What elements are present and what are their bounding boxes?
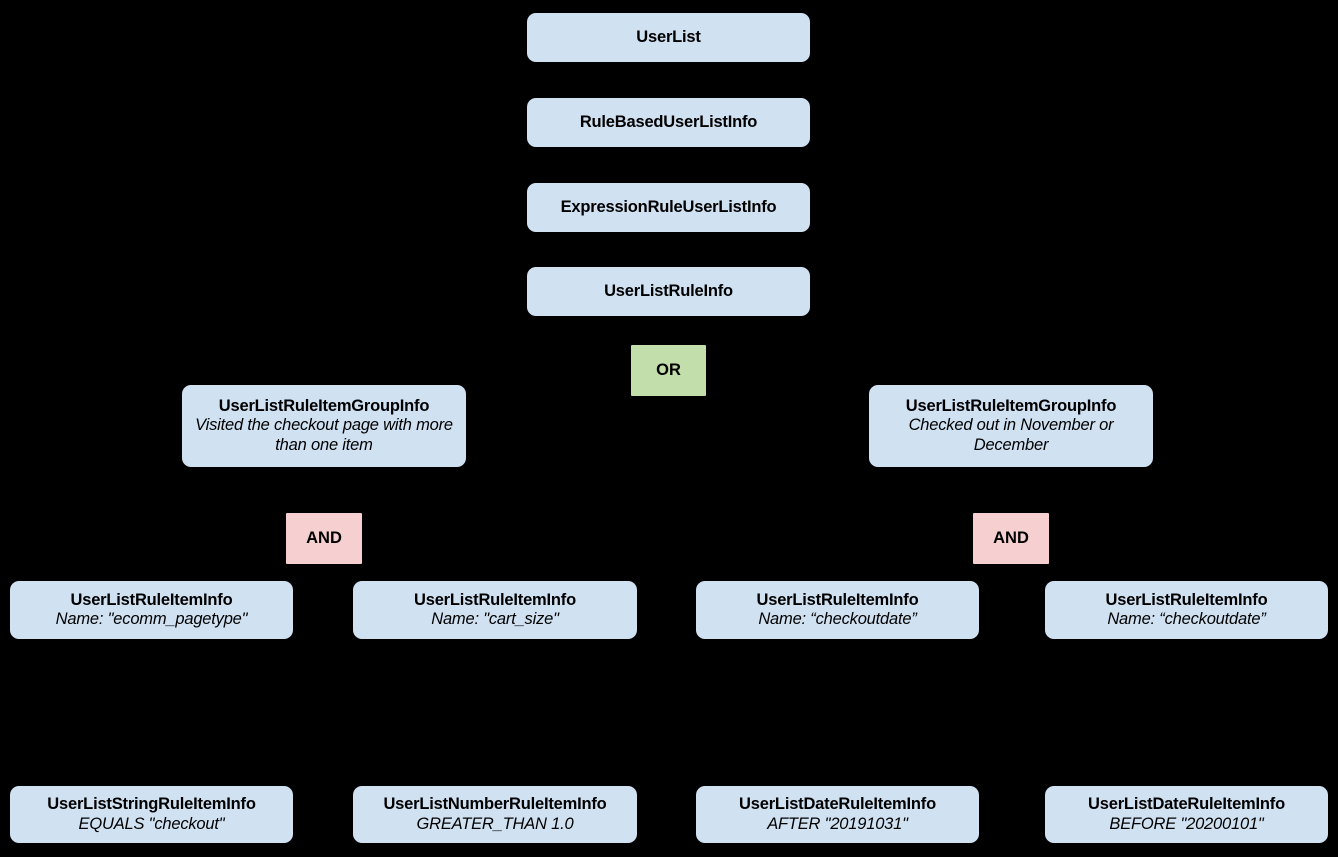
node-title: UserListRuleItemGroupInfo [905, 396, 1117, 415]
node-title: UserListRuleItemInfo [1105, 590, 1268, 609]
edge-and-left-bus [151, 565, 496, 567]
edge-item-1-to-typed-1 [151, 639, 153, 786]
edge-group-left-to-and [323, 467, 325, 512]
node-subtitle: BEFORE "20200101" [1109, 814, 1264, 833]
operator-and-right[interactable]: AND [973, 513, 1049, 564]
node-ruleitem-checkoutdate-after[interactable]: UserListRuleItemInfo Name: “checkoutdate… [696, 581, 979, 639]
node-number-ruleitem-greater-than[interactable]: UserListNumberRuleItemInfo GREATER_THAN … [353, 786, 637, 843]
node-subtitle: AFTER "20191031" [767, 814, 908, 833]
edge-item-4-to-typed-4 [1185, 639, 1187, 786]
node-subtitle: Name: "cart_size" [431, 610, 559, 628]
edge-and-right-to-item-4 [1185, 565, 1187, 581]
node-subtitle: Checked out in November or December [908, 416, 1114, 454]
operator-or[interactable]: OR [631, 345, 706, 396]
node-title: UserListRuleItemInfo [756, 590, 919, 609]
operator-and-right-label: AND [993, 529, 1029, 547]
edge-and-left-to-item-1 [151, 565, 153, 581]
node-date-ruleitem-after[interactable]: UserListDateRuleItemInfo AFTER "20191031… [696, 786, 979, 843]
edge-item-2-to-typed-2 [494, 639, 496, 786]
operator-and-left[interactable]: AND [286, 513, 362, 564]
node-ruleitem-ecomm-pagetype[interactable]: UserListRuleItemInfo Name: "ecomm_pagety… [10, 581, 293, 639]
node-title: UserListDateRuleItemInfo [1088, 795, 1285, 814]
arrowhead-group-left [317, 378, 331, 387]
node-title: UserListStringRuleItemInfo [47, 795, 256, 814]
node-title: UserListNumberRuleItemInfo [383, 795, 607, 814]
node-ruleitem-cart-size[interactable]: UserListRuleItemInfo Name: "cart_size" [353, 581, 637, 639]
node-rulebaseduserlistinfo[interactable]: RuleBasedUserListInfo [527, 98, 810, 147]
edge-expression-to-ruleinfo [667, 231, 669, 268]
edge-item-3-to-typed-3 [837, 639, 839, 786]
node-userlistruleinfo[interactable]: UserListRuleInfo [527, 267, 810, 316]
node-title: ExpressionRuleUserListInfo [560, 197, 777, 216]
node-subtitle: GREATER_THAN 1.0 [416, 814, 574, 833]
edge-userlist-to-rulebased [667, 62, 669, 100]
node-title: RuleBasedUserListInfo [579, 112, 758, 131]
edge-rulebased-to-expression [667, 147, 669, 184]
node-title: UserListRuleItemInfo [70, 590, 233, 609]
node-title: UserListRuleInfo [604, 281, 733, 300]
node-group-right[interactable]: UserListRuleItemGroupInfo Checked out in… [869, 385, 1153, 467]
node-title: UserListRuleItemInfo [414, 590, 576, 609]
edge-and-left-to-item-2 [494, 565, 496, 581]
node-string-ruleitem-equals-checkout[interactable]: UserListStringRuleItemInfo EQUALS "check… [10, 786, 293, 843]
node-subtitle: EQUALS "checkout" [78, 814, 225, 833]
node-expressionruleuserlistinfo[interactable]: ExpressionRuleUserListInfo [527, 183, 810, 232]
node-userlist[interactable]: UserList [527, 13, 810, 62]
edge-ruleinfo-to-or [667, 314, 669, 345]
node-subtitle: Visited the checkout page with more than… [195, 416, 453, 454]
node-date-ruleitem-before[interactable]: UserListDateRuleItemInfo BEFORE "2020010… [1045, 786, 1328, 843]
edge-group-right-to-and [1010, 467, 1012, 512]
operator-or-label: OR [656, 361, 681, 379]
node-group-left[interactable]: UserListRuleItemGroupInfo Visited the ch… [182, 385, 466, 467]
operator-and-left-label: AND [306, 529, 342, 547]
node-subtitle: Name: "ecomm_pagetype" [55, 610, 248, 628]
arrowhead-group-right [1004, 378, 1018, 387]
node-title: UserList [636, 27, 701, 46]
node-title: UserListDateRuleItemInfo [739, 795, 936, 814]
node-title: UserListRuleItemGroupInfo [218, 396, 430, 415]
edge-and-right-to-item-3 [837, 565, 839, 581]
node-subtitle: Name: “checkoutdate” [758, 610, 917, 628]
node-ruleitem-checkoutdate-before[interactable]: UserListRuleItemInfo Name: “checkoutdate… [1045, 581, 1328, 639]
node-subtitle: Name: “checkoutdate” [1107, 610, 1266, 628]
edge-and-right-bus [837, 565, 1186, 567]
